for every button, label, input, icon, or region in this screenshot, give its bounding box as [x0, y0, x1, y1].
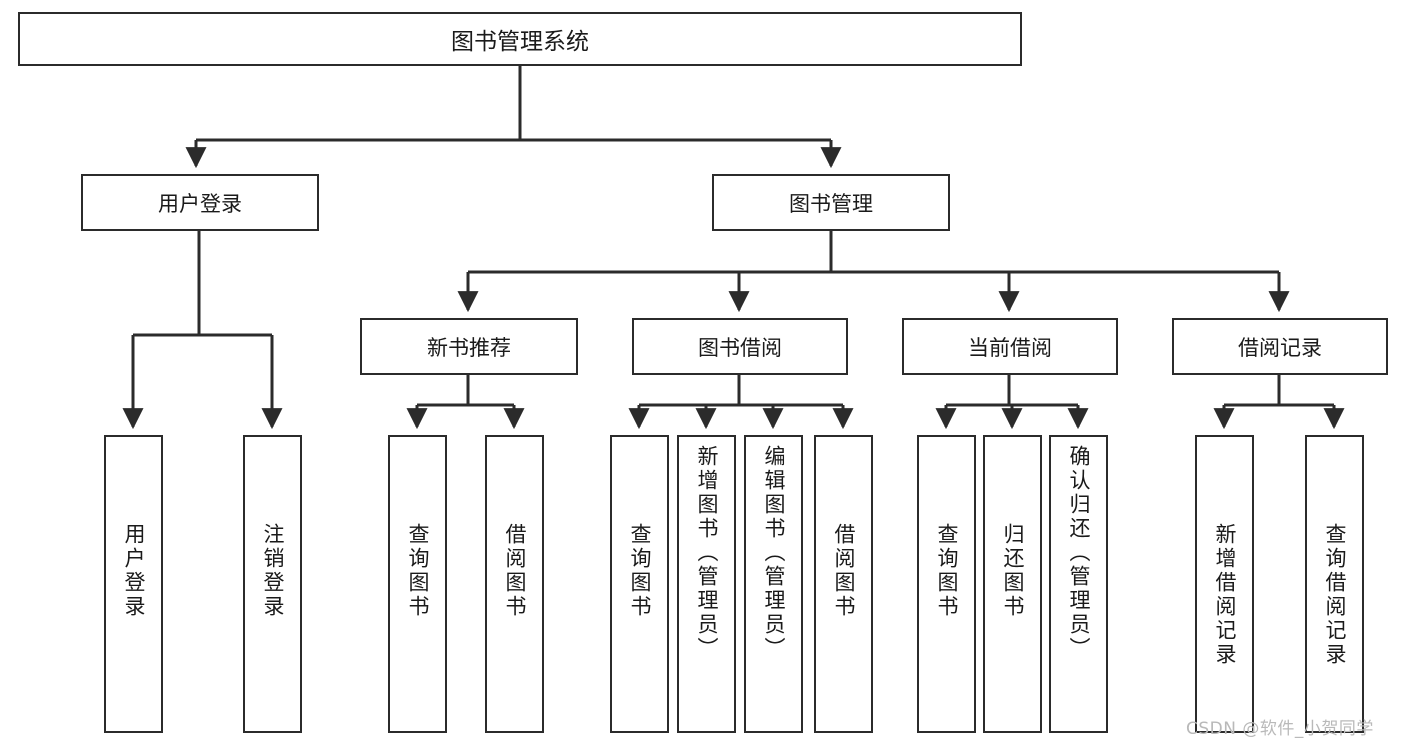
leaf-label: 查询图书	[406, 523, 430, 619]
leaf-user-logout[interactable]: 注销登录	[243, 435, 302, 733]
leaf-query-book-borrow[interactable]: 查询图书	[610, 435, 669, 733]
leaf-label: 查询图书	[935, 523, 959, 619]
node-book-management[interactable]: 图书管理	[712, 174, 950, 231]
leaf-label: 编辑图书（管理员）	[762, 445, 786, 661]
leaf-label: 查询借阅记录	[1323, 523, 1347, 667]
node-borrow-record[interactable]: 借阅记录	[1172, 318, 1388, 375]
leaf-user-login[interactable]: 用户登录	[104, 435, 163, 733]
node-book-borrow[interactable]: 图书借阅	[632, 318, 848, 375]
leaf-add-borrow-record[interactable]: 新增借阅记录	[1195, 435, 1254, 733]
leaf-confirm-return-admin[interactable]: 确认归还（管理员）	[1049, 435, 1108, 733]
leaf-edit-book-admin[interactable]: 编辑图书（管理员）	[744, 435, 803, 733]
leaf-label: 新增借阅记录	[1213, 523, 1237, 667]
leaf-label: 归还图书	[1001, 523, 1025, 619]
leaf-label: 注销登录	[261, 523, 285, 619]
leaf-label: 查询图书	[628, 523, 652, 619]
node-current-borrow[interactable]: 当前借阅	[902, 318, 1118, 375]
leaf-label: 用户登录	[122, 523, 146, 619]
leaf-add-book-admin[interactable]: 新增图书（管理员）	[677, 435, 736, 733]
node-user-login[interactable]: 用户登录	[81, 174, 319, 231]
leaf-borrow-book[interactable]: 借阅图书	[814, 435, 873, 733]
leaf-label: 借阅图书	[832, 523, 856, 619]
leaf-label: 新增图书（管理员）	[695, 445, 719, 661]
csdn-watermark: CSDN @软件_小贺同学	[1186, 719, 1374, 739]
leaf-query-book-recommend[interactable]: 查询图书	[388, 435, 447, 733]
leaf-label: 确认归还（管理员）	[1067, 445, 1091, 661]
leaf-label: 借阅图书	[503, 523, 527, 619]
node-new-book-recommend[interactable]: 新书推荐	[360, 318, 578, 375]
leaf-return-book[interactable]: 归还图书	[983, 435, 1042, 733]
leaf-query-borrow-record[interactable]: 查询借阅记录	[1305, 435, 1364, 733]
leaf-borrow-book-recommend[interactable]: 借阅图书	[485, 435, 544, 733]
node-root-system[interactable]: 图书管理系统	[18, 12, 1022, 66]
leaf-query-book-current[interactable]: 查询图书	[917, 435, 976, 733]
